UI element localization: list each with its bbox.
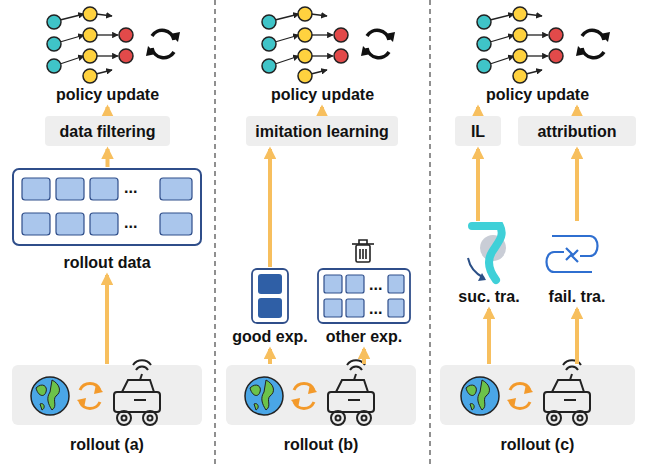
- node-label: other exp.: [314, 327, 414, 346]
- node-label: suc. tra.: [445, 287, 533, 306]
- process-box: IL: [455, 116, 501, 146]
- node-label: data filtering: [59, 122, 155, 141]
- ellipsis-label: ...: [124, 215, 137, 231]
- node-label: IL: [471, 122, 485, 141]
- node-label: imitation learning: [255, 122, 388, 141]
- flow-arrow: [105, 275, 109, 364]
- flow-arrow: [575, 149, 579, 221]
- trajectory-node: fail. tra.: [531, 222, 623, 306]
- ellipsis-label: ...: [124, 180, 137, 196]
- flow-arrow: [575, 107, 579, 115]
- policy-update-node: policy update: [18, 2, 197, 104]
- process-box: attribution: [518, 116, 636, 146]
- flow-arrow: [487, 309, 491, 364]
- flow-arrow: [362, 349, 366, 364]
- rollout-node: rollout (b): [224, 365, 418, 454]
- node-label: rollout (c): [438, 435, 637, 454]
- node-label: attribution: [537, 122, 616, 141]
- node-label: rollout data: [10, 253, 204, 272]
- rollout-node: rollout (c): [438, 365, 637, 454]
- process-box: imitation learning: [246, 116, 398, 146]
- process-box: data filtering: [45, 116, 170, 146]
- node-label: rollout (a): [10, 435, 204, 454]
- node-label: rollout (b): [224, 435, 418, 454]
- node-label: policy update: [448, 85, 627, 104]
- policy-update-node: policy update: [233, 2, 412, 104]
- flow-arrow: [106, 107, 110, 115]
- flow-arrow: [106, 149, 110, 167]
- ellipsis-label: ...: [369, 277, 382, 293]
- node-label: policy update: [233, 85, 412, 104]
- rollout-node: rollout (a): [10, 365, 204, 454]
- flow-arrow: [320, 107, 324, 115]
- flow-arrow: [476, 149, 480, 221]
- flow-arrow: [476, 107, 480, 115]
- flow-arrow: [268, 149, 272, 267]
- trajectory-node: suc. tra.: [445, 222, 533, 306]
- flow-arrow: [575, 309, 579, 364]
- experience-node: other exp.: [314, 268, 414, 346]
- ellipsis-label: ...: [369, 301, 382, 317]
- node-label: policy update: [18, 85, 197, 104]
- flow-arrow: [268, 349, 272, 364]
- data-store-node: rollout data: [10, 168, 204, 272]
- node-label: fail. tra.: [531, 287, 623, 306]
- experience-node: good exp.: [228, 268, 312, 346]
- node-label: good exp.: [228, 327, 312, 346]
- policy-update-node: policy update: [448, 2, 627, 104]
